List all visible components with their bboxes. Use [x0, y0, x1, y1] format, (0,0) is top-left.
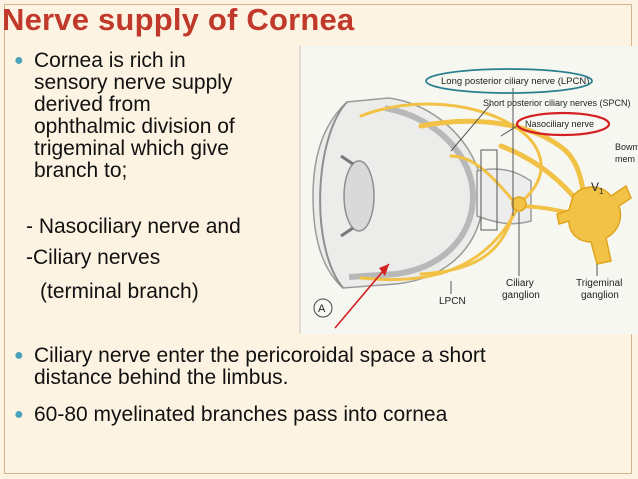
bullet-marker-icon: ●: [14, 347, 24, 364]
label-trigeminal-2: ganglion: [581, 290, 619, 301]
subitem-nasociliary: - Nasociliary nerve and: [26, 215, 241, 238]
label-nasociliary: Nasociliary nerve: [525, 119, 594, 129]
label-v1: V1: [591, 180, 604, 196]
bullet-line: derived from: [34, 93, 151, 116]
label-ciliary-ganglion-1: Ciliary: [506, 278, 534, 289]
label-trigeminal-1: Trigeminal: [576, 278, 622, 289]
bullet-line: trigeminal which give: [34, 137, 229, 160]
subitem-terminal: (terminal branch): [40, 280, 199, 303]
bullet-marker-icon: ●: [14, 406, 24, 423]
trigeminal-ganglion: [556, 184, 632, 265]
highlight-lpcn-oval: [425, 68, 593, 94]
label-bowman-1: Bowm: [615, 142, 638, 152]
subitem-ciliary: -Ciliary nerves: [26, 246, 161, 269]
label-ciliary-ganglion-2: ganglion: [502, 290, 540, 301]
nerve-diagram: Long posterior ciliary nerve (LPCN) Shor…: [299, 46, 638, 334]
bullet-ciliary-nerve: ● Ciliary nerve enter the pericoroidal s…: [14, 344, 486, 389]
iris-lower: [340, 226, 354, 238]
bullet-line: sensory nerve supply: [34, 71, 233, 94]
bullet-line: branch to;: [34, 159, 128, 182]
label-lpcn: Long posterior ciliary nerve (LPCN): [441, 76, 589, 87]
ciliary-branch-path: [419, 212, 515, 276]
bullet-marker-icon: ●: [14, 52, 24, 69]
bullet-line: ophthalmic division of: [34, 115, 235, 138]
iris-upper: [340, 154, 354, 166]
nerve-diagram-svg: Long posterior ciliary nerve (LPCN) Shor…: [312, 68, 638, 329]
bullet-line: Ciliary nerve enter the pericoroidal spa…: [34, 344, 486, 367]
label-bowman-2: mem: [615, 154, 635, 164]
pointer-spcn: [450, 103, 492, 152]
lens: [343, 160, 375, 232]
highlight-arrow-head: [379, 264, 389, 276]
bullet-line: distance behind the limbus.: [34, 366, 289, 389]
ciliary-bracket: [480, 149, 498, 231]
lpcn-nerve-path-upper: [359, 102, 543, 208]
pointer-nasociliary: [500, 125, 518, 137]
panel-marker-label: A: [318, 303, 326, 315]
bullet-line: 60-80 myelinated branches pass into corn…: [34, 403, 448, 426]
slide-title: Nerve supply of Cornea: [2, 2, 355, 37]
bullet-cornea-supply: ● Cornea is rich in sensory nerve supply…: [14, 49, 235, 182]
highlight-arrow: [334, 263, 390, 329]
optic-nerve: [476, 168, 532, 225]
bullet-line: Cornea is rich in: [34, 49, 186, 72]
label-spcn: Short posterior ciliary nerves (SPCN): [483, 98, 631, 108]
spcn-nerve-path: [449, 154, 518, 206]
label-lpcn-bottom: LPCN: [439, 296, 466, 307]
eye-globe: [312, 97, 484, 289]
ciliary-ganglion: [511, 196, 527, 212]
nasociliary-nerve-path: [418, 118, 586, 194]
bullet-myelinated: ● 60-80 myelinated branches pass into co…: [14, 403, 448, 426]
highlight-nasociliary-oval: [515, 111, 611, 137]
cornea: [319, 101, 348, 289]
panel-marker: [313, 298, 333, 318]
